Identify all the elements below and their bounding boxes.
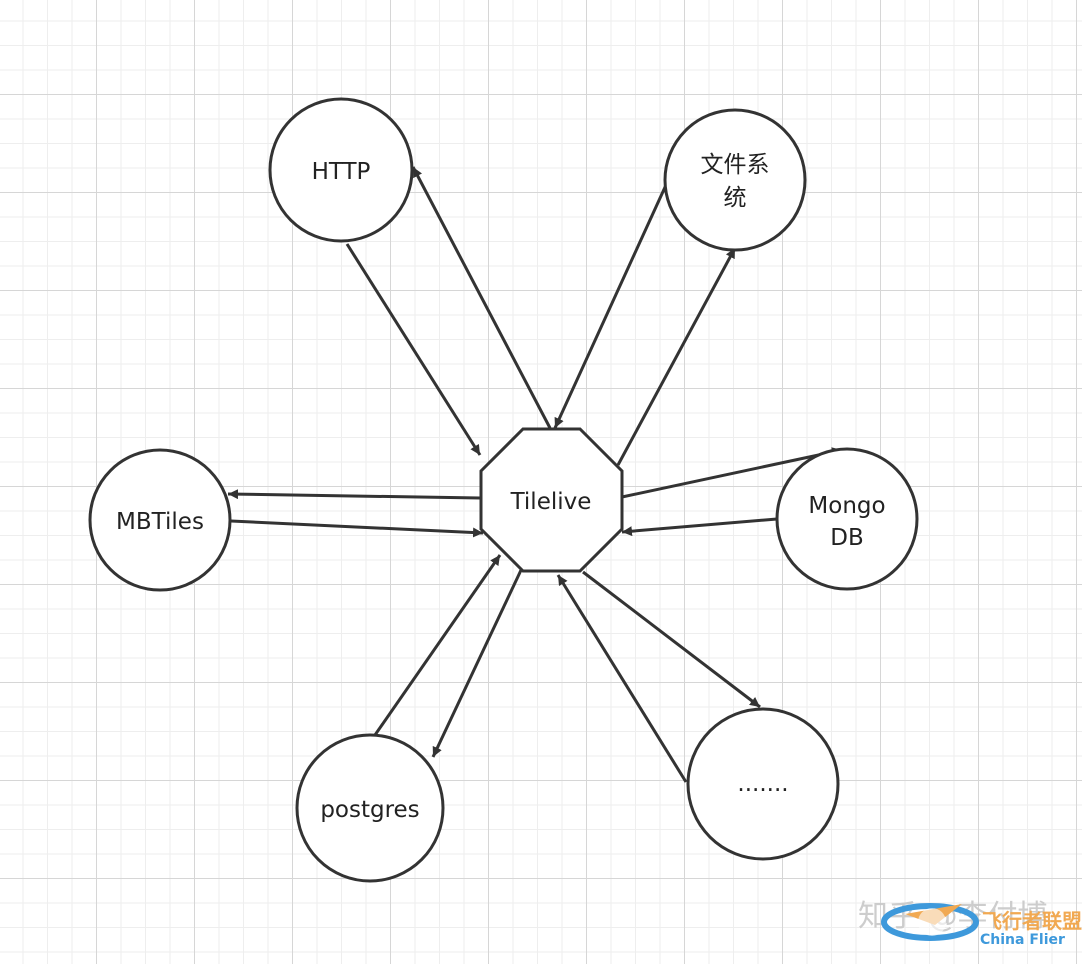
node-more-label: ....... (737, 771, 788, 797)
edges (227, 166, 843, 783)
edge-http-to-tilelive (345, 243, 482, 456)
watermark-brand-en: China Flier (980, 932, 1065, 948)
node-mbtiles-label: MBTiles (116, 509, 204, 535)
node-filesystem-label-line1: 文件系 (701, 152, 770, 178)
edge-tilelive-to-filesystem (616, 247, 737, 466)
node-mongodb: Mongo DB (775, 447, 919, 591)
edge-tilelive-to-more (582, 570, 761, 709)
edge-tilelive-to-mbtiles (227, 489, 481, 500)
node-postgres-label: postgres (320, 797, 419, 823)
edge-tilelive-to-mongodb (621, 447, 843, 499)
node-more: ....... (686, 707, 840, 861)
node-postgres: postgres (295, 733, 445, 883)
node-tilelive-label: Tilelive (510, 489, 592, 515)
node-mongodb-label-line1: Mongo (808, 493, 885, 519)
node-mbtiles: MBTiles (88, 448, 232, 592)
edge-mongodb-to-tilelive (621, 517, 778, 537)
edge-more-to-tilelive (556, 574, 688, 783)
watermark: 知乎 @李付博 飞行者联盟 China Flier (858, 899, 1082, 948)
node-tilelive: Tilelive (479, 427, 624, 573)
node-http-label: HTTP (312, 159, 371, 185)
edge-tilelive-to-postgres (431, 567, 524, 758)
node-mongodb-label-line2: DB (830, 525, 864, 551)
edge-filesystem-to-tilelive (553, 184, 668, 429)
china-flier-logo-icon (881, 903, 979, 941)
edge-mbtiles-to-tilelive (230, 519, 484, 538)
watermark-brand-cn: 飞行者联盟 (982, 909, 1082, 933)
node-filesystem: 文件系 统 (663, 108, 807, 252)
edge-tilelive-to-http (411, 166, 552, 429)
edge-postgres-to-tilelive (373, 554, 502, 736)
node-http: HTTP (268, 97, 414, 243)
node-filesystem-label-line2: 统 (724, 185, 747, 211)
